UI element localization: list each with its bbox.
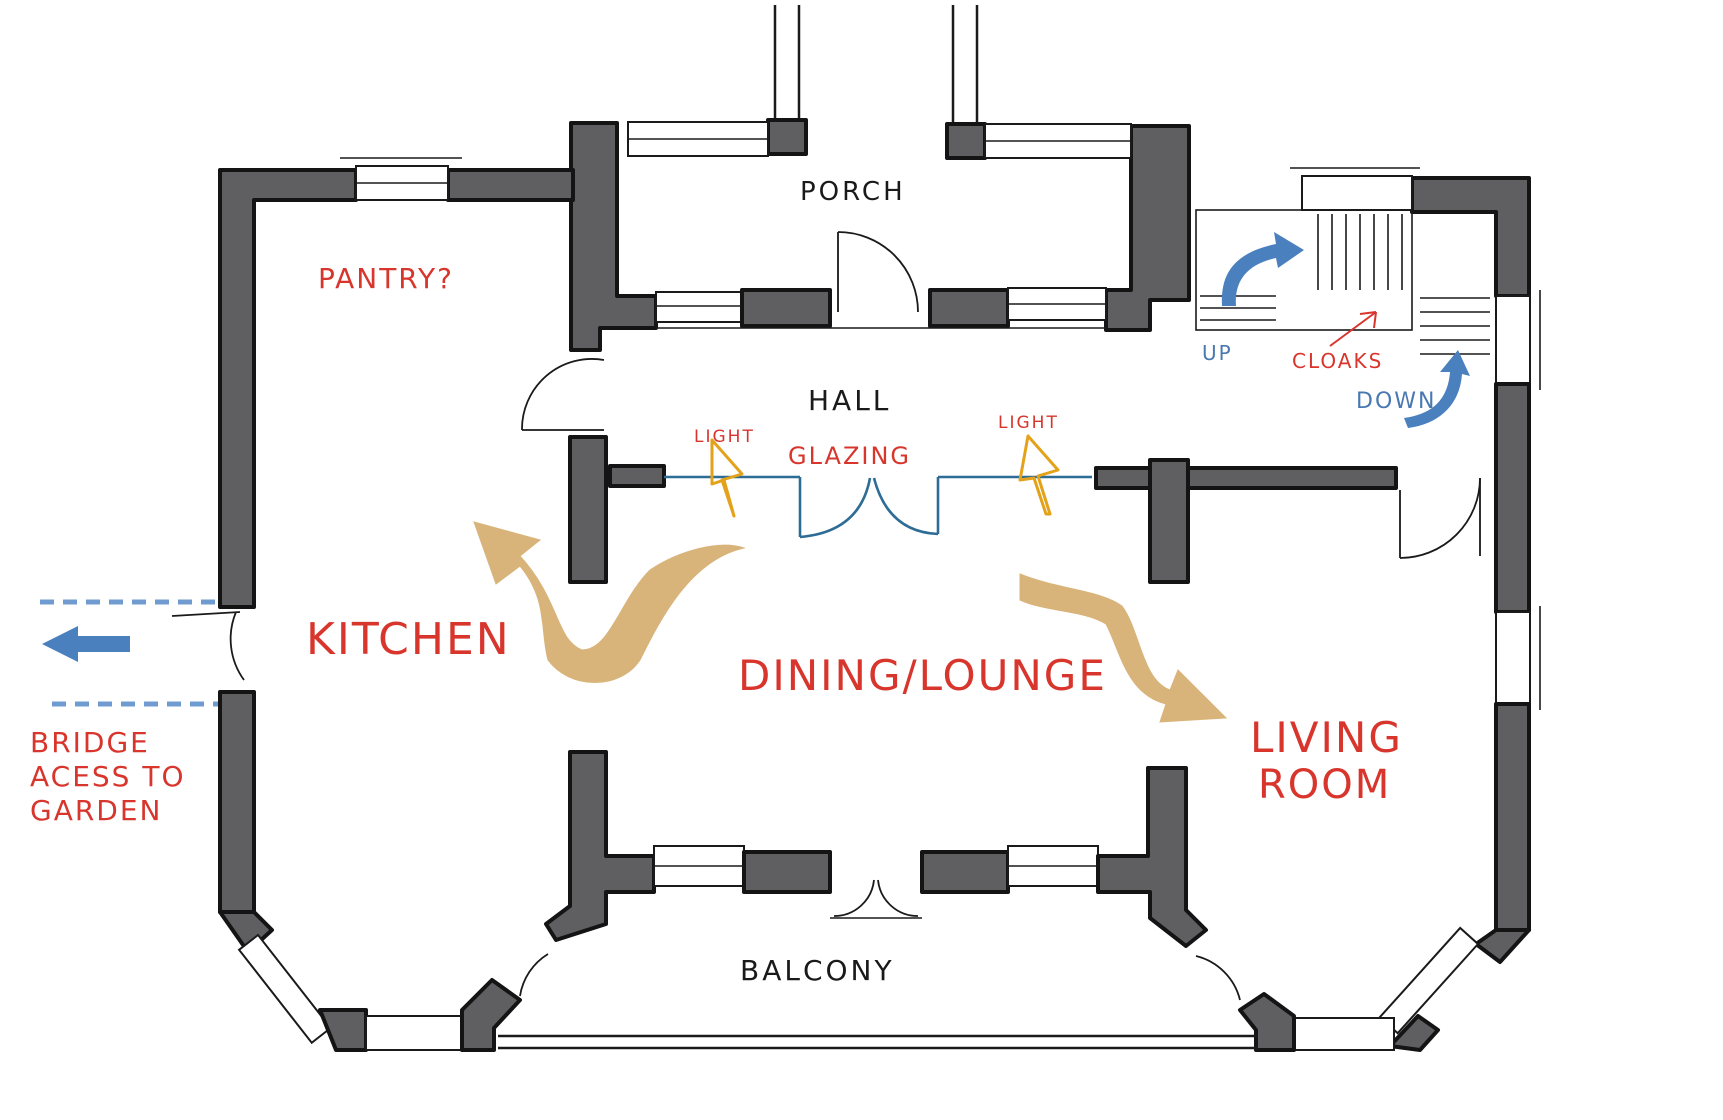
stair-arrow-icon: [1221, 232, 1470, 428]
down-label: DOWN: [1356, 389, 1436, 414]
light-label-left: LIGHT: [694, 427, 755, 447]
porch-label: PORCH: [800, 177, 906, 207]
doors: [171, 358, 1481, 1001]
hall-front-wall: [655, 231, 1107, 329]
cloaks-label: CLOAKS: [1292, 349, 1383, 373]
hall-label: HALL: [808, 384, 891, 417]
pantry-label: PANTRY?: [318, 262, 454, 295]
light-label-right: LIGHT: [998, 413, 1059, 433]
bridge-label-line1: BRIDGE: [30, 726, 150, 759]
stairs: [1195, 209, 1490, 355]
living-room-label-line2: ROOM: [1258, 762, 1391, 808]
exit-arrow-icon: [40, 599, 218, 707]
bridge-label-line2: ACESS TO: [30, 760, 186, 793]
porch-posts: [766, 5, 987, 160]
flow-arrow-icon: [473, 521, 1228, 723]
light-arrow-icon: [710, 434, 1060, 518]
glazing-screen: [664, 475, 1092, 539]
interior-walls: [544, 435, 1398, 948]
balcony-label: BALCONY: [740, 954, 895, 987]
kitchen-label: KITCHEN: [306, 614, 511, 665]
bridge-label-line3: GARDEN: [30, 794, 163, 827]
glazing-label: GLAZING: [788, 442, 911, 470]
dining-lounge-label: DINING/LOUNGE: [738, 651, 1107, 700]
balcony: [498, 1034, 1258, 1050]
up-label: UP: [1202, 341, 1233, 365]
stair-treads: [1200, 214, 1490, 355]
porch-walls: [569, 121, 1191, 352]
living-room-label-line1: LIVING: [1250, 713, 1403, 762]
outer-walls: [218, 157, 1541, 1052]
